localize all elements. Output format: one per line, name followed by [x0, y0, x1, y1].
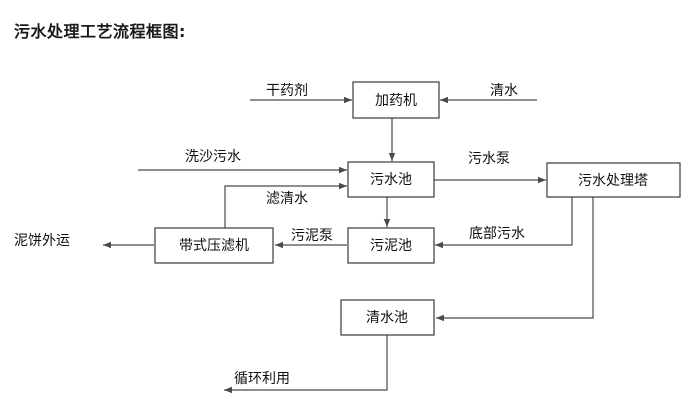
edge-label-sludge-pump: 污泥泵 [291, 228, 333, 244]
edge-label-filtrate-water: 滤清水 [266, 191, 308, 207]
node-sludge-pool-label: 污泥池 [370, 238, 412, 254]
node-treatment-tower-box [546, 162, 681, 198]
node-belt-filter-press-label: 带式压滤机 [179, 238, 249, 254]
page-title: 污水处理工艺流程框图: [14, 22, 186, 41]
node-sludge-pool-box [347, 227, 435, 264]
node-treatment-tower[interactable]: 污水处理塔 [546, 162, 681, 198]
edge-label-bottom-sewage: 底部污水 [469, 226, 525, 242]
node-sludge-pool[interactable]: 污泥池 [347, 227, 435, 264]
edge-treatment-tower-to-clean-water-pool [436, 197, 594, 322]
terminal-label-mud-cake-outbound: 泥饼外运 [14, 233, 70, 249]
node-clean-water-pool[interactable]: 清水池 [340, 299, 435, 336]
node-sewage-pool-label: 污水池 [370, 172, 412, 188]
node-dosing-machine-box [352, 81, 440, 119]
node-sewage-pool-box [347, 161, 435, 198]
node-clean-water-pool-label: 清水池 [366, 310, 408, 326]
node-belt-filter-press[interactable]: 带式压滤机 [154, 227, 274, 264]
edge-label-sewage-pump: 污水泵 [468, 151, 510, 167]
edge-clean-water-pool-to-recycle-reuse [224, 335, 388, 394]
edge-label-dry-reagent: 干药剂 [266, 83, 308, 99]
edge-label-clean-water-in: 清水 [490, 83, 518, 99]
edge-label-recycle-reuse: 循环利用 [234, 371, 290, 387]
edge-bottom-sewage-to-sludge-pool [435, 197, 573, 249]
node-dosing-machine-label: 加药机 [375, 93, 417, 109]
node-sewage-pool[interactable]: 污水池 [347, 161, 435, 198]
node-belt-filter-press-box [154, 227, 274, 264]
edge-filtrate-water-to-sewage-pool [224, 182, 347, 228]
edge-label-sand-wash-sewage: 洗沙污水 [185, 149, 241, 165]
node-dosing-machine[interactable]: 加药机 [352, 81, 440, 119]
node-clean-water-pool-box [340, 299, 435, 336]
node-treatment-tower-label: 污水处理塔 [578, 173, 648, 189]
